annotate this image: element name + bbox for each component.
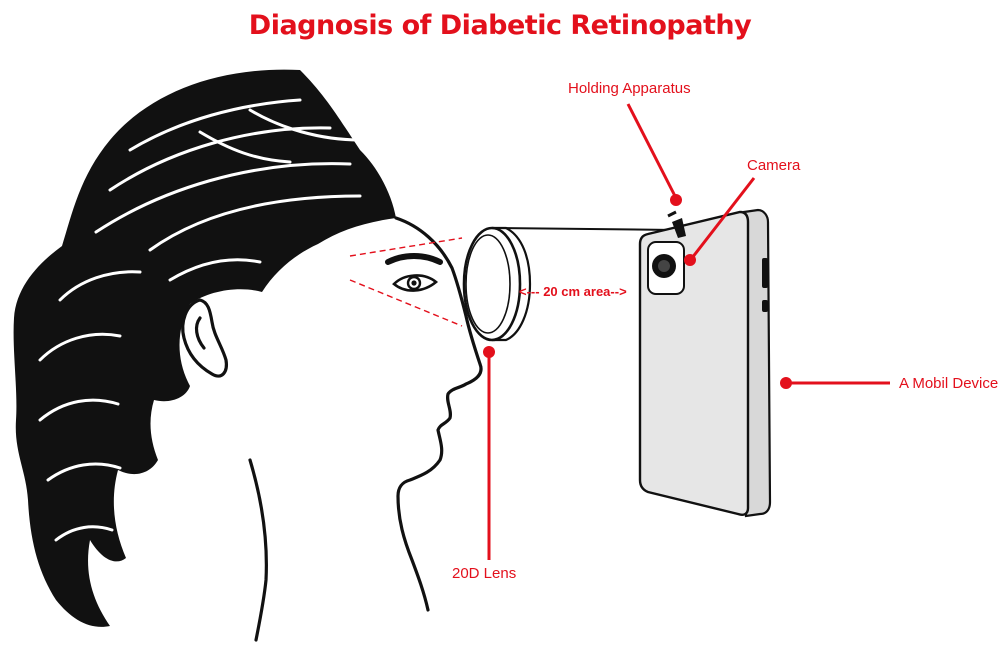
connecting-rod [499, 227, 677, 231]
lens-20d [462, 226, 532, 342]
callout-lens [483, 346, 495, 560]
label-mobile-device: A Mobil Device [899, 375, 999, 392]
callout-holding [626, 103, 682, 206]
viewing-cone [349, 237, 463, 327]
label-distance: <--- 20 cm area--> [519, 284, 627, 299]
label-20d-lens: 20D Lens [452, 565, 517, 582]
volume-buttons [762, 258, 768, 288]
camera-icon [647, 241, 685, 295]
face-profile [181, 216, 483, 642]
callout-camera [684, 177, 756, 266]
holding-clip [667, 210, 686, 238]
eye-illustration [385, 253, 443, 292]
diagram-title: Diagnosis of Diabetic Retinopathy [248, 10, 752, 41]
label-camera: Camera [747, 157, 801, 174]
hair-illustration [13, 69, 397, 627]
power-button [762, 300, 768, 312]
label-holding-apparatus: Holding Apparatus [568, 80, 691, 97]
callout-device [780, 377, 890, 389]
hair-strands [38, 98, 362, 542]
